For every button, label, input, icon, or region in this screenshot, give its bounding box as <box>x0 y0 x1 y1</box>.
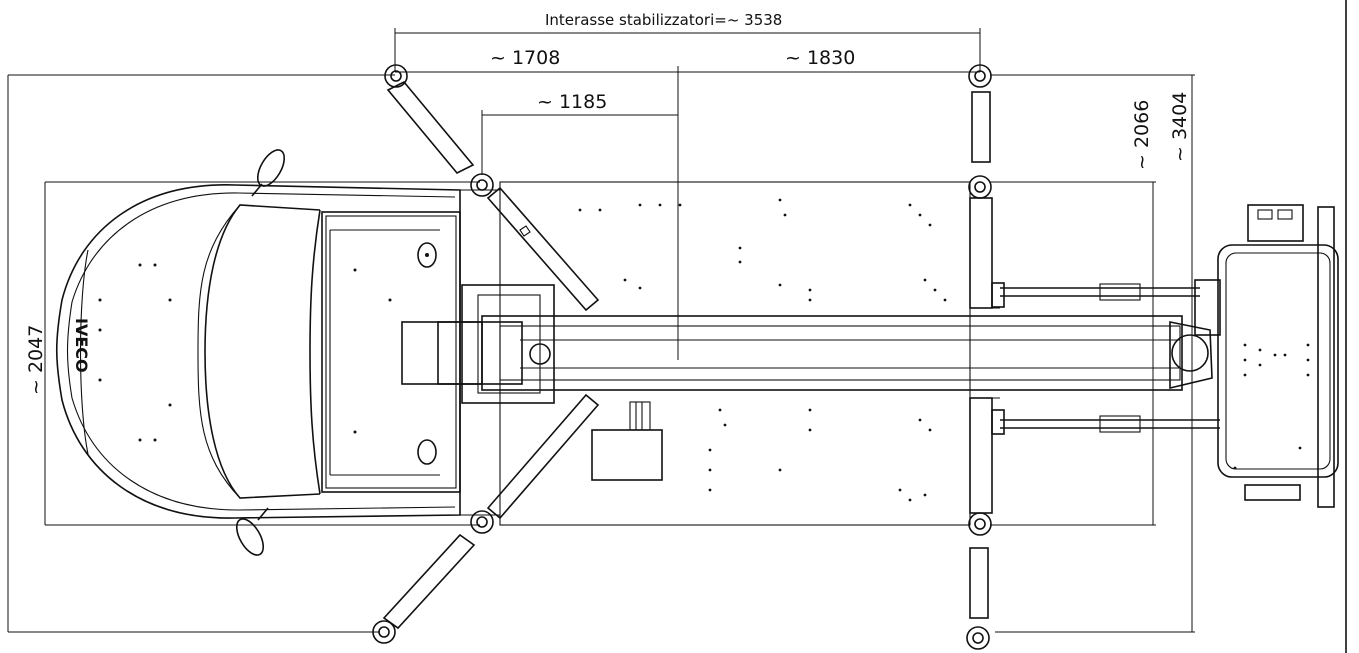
mirror-right <box>235 507 269 556</box>
truck-body <box>460 181 971 526</box>
stabilizer-front-top <box>384 64 600 312</box>
telescopic-boom <box>401 315 1213 391</box>
dim-1708-label: ~ 1708 <box>490 47 560 69</box>
grille-brand-label: IVECO <box>72 318 91 373</box>
dim-2047-label: ~ 2047 <box>25 325 47 395</box>
dim-1830-label: ~ 1830 <box>785 47 855 69</box>
dim-3404-label: ~ 3404 <box>1169 92 1191 162</box>
platform-arms <box>1000 283 1220 433</box>
crane-turret <box>461 284 663 481</box>
dim-interasse-label: Interasse stabilizzatori=~ 3538 <box>545 11 782 29</box>
mirror-left <box>251 149 286 197</box>
truck-cab: IVECO <box>55 184 461 519</box>
stabilizer-rear-bottom <box>966 397 1005 650</box>
dim-1185-label: ~ 1185 <box>537 91 607 113</box>
stabilizer-rear-top <box>968 64 1005 309</box>
dim-2066-label: ~ 2066 <box>1131 100 1153 170</box>
dimension-lines <box>7 28 1195 633</box>
platform-basket <box>1194 204 1339 508</box>
stabilizer-front-bottom <box>372 393 600 644</box>
